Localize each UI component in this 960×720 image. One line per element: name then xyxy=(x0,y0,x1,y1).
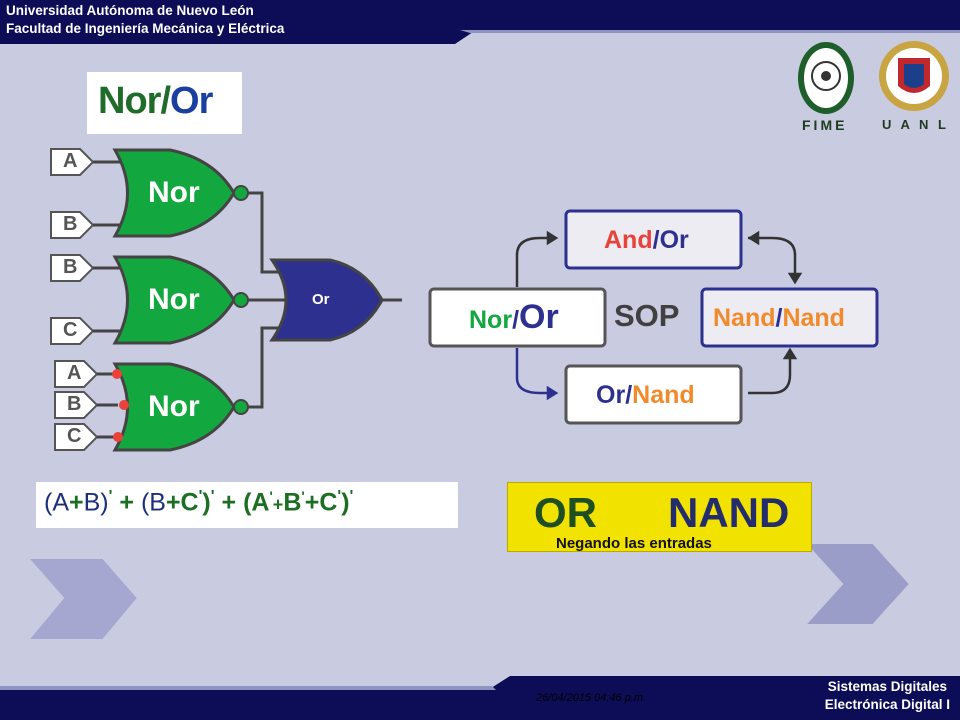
input-label: A xyxy=(67,362,82,384)
formula-box xyxy=(36,482,458,528)
timestamp: 26/04/2015 04:46 p.m. xyxy=(536,692,647,704)
input-negation-dots xyxy=(112,369,129,442)
faculty-name: Facultad de Ingeniería Mecánica y Eléctr… xyxy=(6,21,285,36)
footer-stripe xyxy=(0,686,496,690)
label-sop: SOP xyxy=(614,298,680,333)
nor-gate-label: Nor xyxy=(148,283,200,316)
input-tag xyxy=(50,148,95,176)
box-nor-or xyxy=(428,287,607,348)
footer-text: Sistemas Digitales Electrónica Digital I xyxy=(825,678,950,714)
input-tag xyxy=(50,254,95,282)
box-and-or xyxy=(564,209,743,270)
boolean-formula: (A+B)' + (B+C')' + (A'+B'+C')' xyxy=(44,488,354,517)
box-nand-nand xyxy=(700,287,879,348)
input-tag xyxy=(54,360,99,388)
input-tag xyxy=(50,317,95,345)
label-nand-nand: Nand/Nand xyxy=(713,304,845,332)
label-and-or: And/Or xyxy=(604,226,689,254)
label-or-nand: Or/Nand xyxy=(596,381,695,409)
box-or-nand xyxy=(564,364,743,425)
or-gate xyxy=(269,258,384,342)
university-name: Universidad Autónoma de Nuevo León xyxy=(6,3,254,18)
callout-or: OR xyxy=(534,489,597,536)
nor-gate-label: Nor xyxy=(148,390,200,423)
header-stripe xyxy=(460,30,960,33)
page-title: Nor/Or xyxy=(98,80,213,122)
header-text: Universidad Autónoma de Nuevo León Facul… xyxy=(6,2,284,38)
input-tag xyxy=(50,211,95,239)
header-band xyxy=(0,0,960,44)
input-wires xyxy=(93,160,125,439)
or-gate-label: Or xyxy=(312,291,330,308)
chevron-left-icon xyxy=(25,557,140,641)
nor-gate-3 xyxy=(112,362,236,452)
input-label: B xyxy=(63,256,78,278)
input-label: B xyxy=(63,213,78,235)
input-label: B xyxy=(67,393,82,415)
input-tags xyxy=(50,148,99,451)
input-label: C xyxy=(67,425,82,447)
input-tag xyxy=(54,391,99,419)
fime-logo xyxy=(798,42,854,114)
or-nand-callout: OR NAND Negando las entradas xyxy=(507,482,812,552)
uanl-logo xyxy=(879,41,949,111)
chevron-right-icon xyxy=(802,542,912,626)
title-box xyxy=(87,72,242,134)
fime-caption: FIME xyxy=(802,117,848,133)
sop-arrows xyxy=(515,230,803,401)
footer-band xyxy=(0,676,960,720)
callout-nand: NAND xyxy=(668,489,790,536)
nor-bubbles xyxy=(233,185,249,415)
uanl-caption: U A N L xyxy=(882,117,949,132)
input-label: A xyxy=(63,150,78,172)
course-subname: Electrónica Digital I xyxy=(824,697,950,712)
input-label: C xyxy=(63,319,78,341)
nor-gates xyxy=(112,148,236,452)
callout-subtitle: Negando las entradas xyxy=(556,535,712,552)
nor-gate-label: Nor xyxy=(148,176,200,209)
course-name: Sistemas Digitales xyxy=(827,679,947,694)
label-nor-or: Nor/Or xyxy=(469,298,559,336)
nor-gate-1 xyxy=(112,148,236,238)
input-tag xyxy=(54,423,99,451)
sop-boxes xyxy=(428,209,879,425)
nor-gate-2 xyxy=(112,255,236,345)
